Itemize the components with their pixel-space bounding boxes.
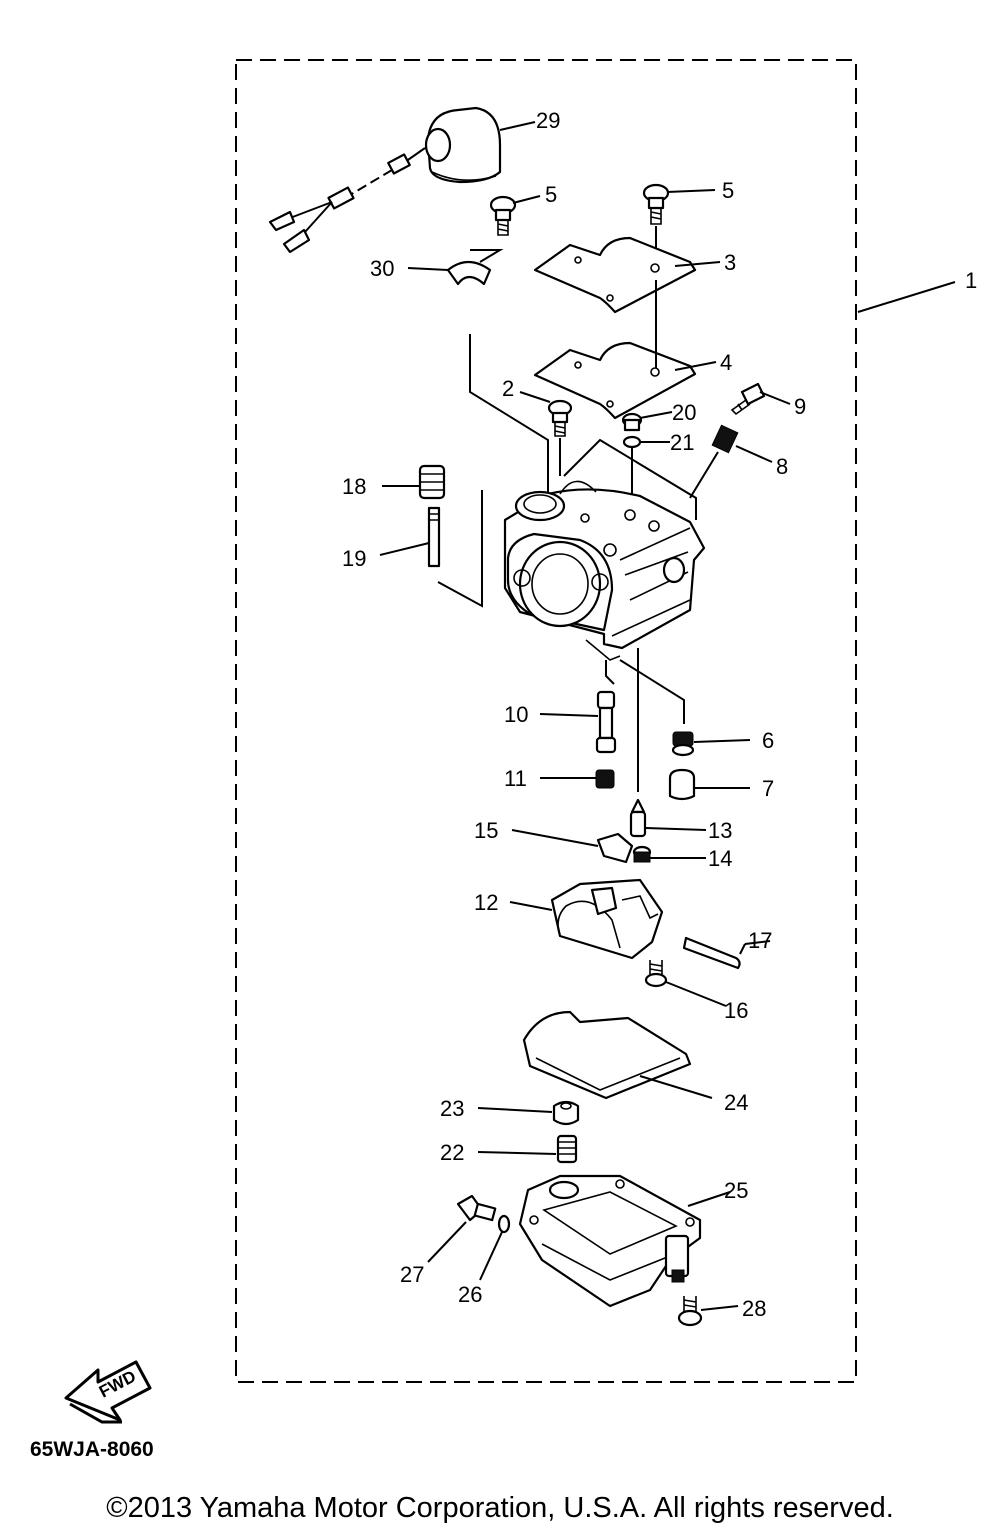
label-1: 1 bbox=[965, 268, 977, 293]
label-22: 22 bbox=[440, 1140, 464, 1165]
label-3: 3 bbox=[724, 250, 736, 275]
label-30: 30 bbox=[370, 256, 394, 281]
label-12: 12 bbox=[474, 890, 498, 915]
assembly-boundary bbox=[235, 59, 857, 1383]
label-4: 4 bbox=[720, 350, 732, 375]
part-4-gasket bbox=[533, 280, 717, 420]
carburetor-body bbox=[437, 334, 706, 792]
part-2-screw bbox=[519, 391, 573, 476]
label-8: 8 bbox=[776, 454, 788, 479]
label-26: 26 bbox=[458, 1282, 482, 1307]
label-2: 2 bbox=[502, 376, 514, 401]
part-23-collar bbox=[477, 1100, 580, 1126]
label-5b: 5 bbox=[722, 178, 734, 203]
label-15: 15 bbox=[474, 818, 498, 843]
part-14-screw bbox=[632, 845, 706, 863]
part-1-leader bbox=[857, 281, 956, 313]
part-11-jet bbox=[540, 769, 615, 789]
label-6: 6 bbox=[762, 728, 774, 753]
part-10-nozzle bbox=[539, 690, 617, 754]
part-19-needle bbox=[379, 506, 441, 568]
part-24-gasket bbox=[522, 1010, 713, 1100]
label-11: 11 bbox=[504, 766, 527, 791]
fwd-arrow-icon: FWD bbox=[64, 1360, 152, 1424]
label-10: 10 bbox=[504, 702, 528, 727]
part-22-spring bbox=[477, 1134, 578, 1164]
part-9-screw bbox=[730, 382, 791, 416]
label-19: 19 bbox=[342, 546, 366, 571]
label-27: 27 bbox=[400, 1262, 424, 1287]
part-29-cap bbox=[268, 106, 536, 254]
label-25: 25 bbox=[724, 1178, 748, 1203]
part-6-jet bbox=[671, 731, 751, 757]
copyright-notice: ©2013 Yamaha Motor Corporation, U.S.A. A… bbox=[106, 1492, 894, 1524]
label-21: 21 bbox=[670, 430, 694, 455]
part-number-labels: 1 2 3 4 5 5 6 7 8 9 10 11 12 13 14 15 16… bbox=[342, 108, 977, 1321]
part-25-float-bowl bbox=[518, 1174, 731, 1308]
part-20-plug bbox=[621, 411, 673, 432]
part-5-screw-left bbox=[489, 195, 541, 236]
label-14: 14 bbox=[708, 846, 732, 871]
label-16: 16 bbox=[724, 998, 748, 1023]
label-13: 13 bbox=[708, 818, 732, 843]
label-20: 20 bbox=[672, 400, 696, 425]
part-26-washer bbox=[479, 1214, 511, 1281]
label-7: 7 bbox=[762, 776, 774, 801]
part-27-drain-screw bbox=[427, 1194, 497, 1263]
label-5a: 5 bbox=[545, 182, 557, 207]
diagram-code: 65WJA-8060 bbox=[30, 1438, 154, 1461]
label-24: 24 bbox=[724, 1090, 748, 1115]
part-12-float bbox=[509, 878, 664, 960]
part-18-cap bbox=[382, 464, 446, 500]
part-5-screw-right bbox=[642, 183, 716, 262]
part-7-plug bbox=[668, 768, 750, 801]
part-15-clip bbox=[511, 829, 634, 864]
label-28: 28 bbox=[742, 1296, 766, 1321]
part-13-needle-valve bbox=[629, 798, 707, 838]
label-29: 29 bbox=[536, 108, 560, 133]
part-3-plate bbox=[533, 236, 721, 314]
part-8-spring bbox=[689, 424, 773, 499]
part-30-clip bbox=[407, 249, 504, 286]
part-17-pin bbox=[682, 936, 771, 970]
label-18: 18 bbox=[342, 474, 366, 499]
label-17: 17 bbox=[748, 928, 772, 953]
label-23: 23 bbox=[440, 1096, 464, 1121]
part-16-screw bbox=[644, 960, 727, 1007]
label-9: 9 bbox=[794, 394, 806, 419]
part-28-screw bbox=[677, 1296, 739, 1327]
